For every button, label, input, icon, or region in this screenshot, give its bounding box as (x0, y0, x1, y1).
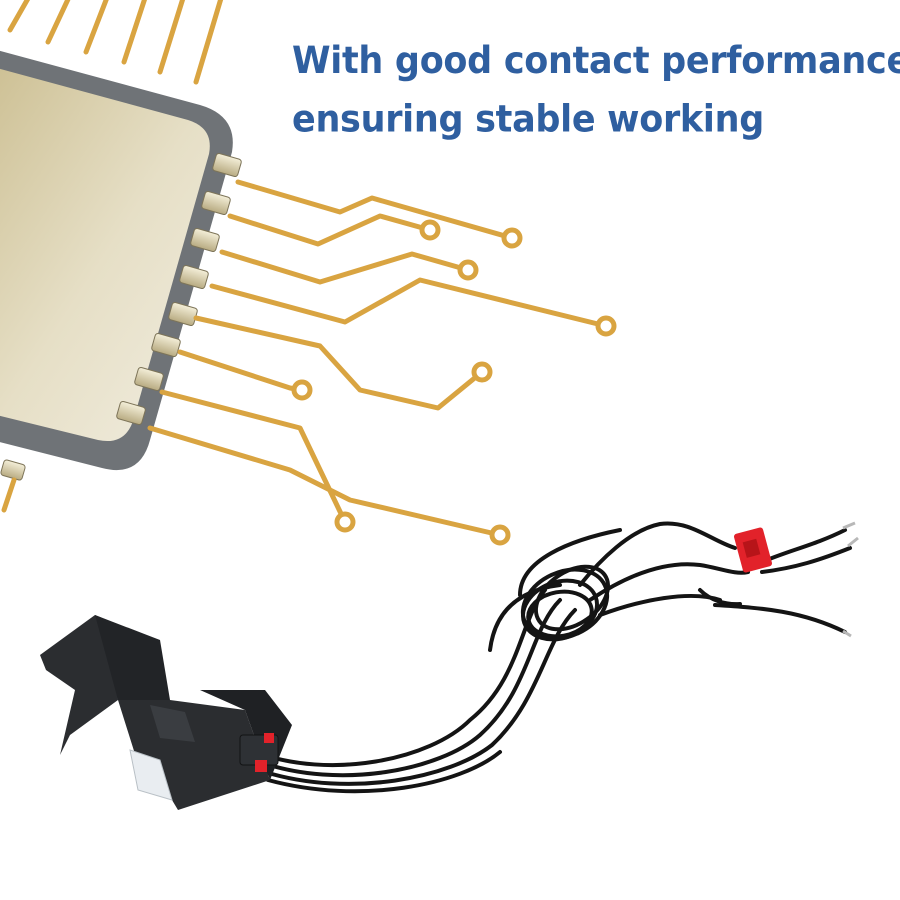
wire-tips (842, 521, 859, 638)
trace-end-pads (291, 219, 617, 546)
chip-body (0, 50, 233, 471)
headline: With good contact performance, ensuring … (292, 32, 900, 149)
headline-line-1: With good contact performance, (292, 39, 900, 83)
headline-line-2: ensuring stable working (292, 97, 764, 142)
cable-connector (734, 527, 772, 573)
sensor-body (40, 615, 292, 810)
chip-top-pins (7, 0, 224, 85)
circuit-traces (1, 179, 609, 538)
